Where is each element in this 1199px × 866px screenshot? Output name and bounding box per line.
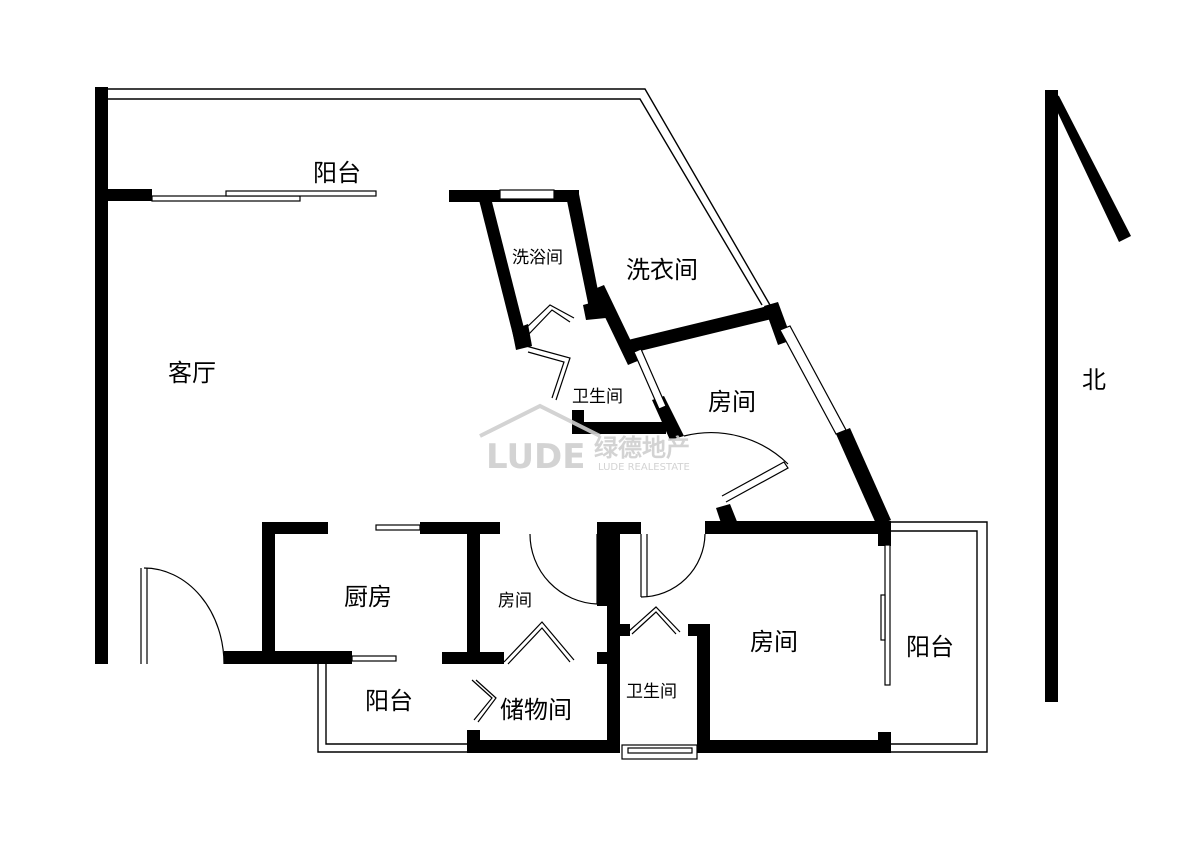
- room-label-living-room: 客厅: [168, 359, 216, 387]
- watermark-cn: 绿德地产: [594, 434, 690, 462]
- room-labels: 阳台 客厅 洗浴间 洗衣间 卫生间 房间 厨房 房间 房间 阳台 阳台 储物间 …: [168, 159, 954, 724]
- room-label-bathroom-center: 卫生间: [572, 387, 623, 407]
- compass-north-label: 北: [1082, 366, 1106, 394]
- room-label-bedroom-north: 房间: [708, 388, 756, 416]
- room-label-bath-shower: 洗浴间: [512, 248, 563, 268]
- doors: [140, 304, 789, 723]
- watermark-logo: LUDE 绿德地产 LUDE REALESTATE: [479, 403, 690, 477]
- watermark-en: LUDE REALESTATE: [598, 462, 690, 473]
- room-label-kitchen: 厨房: [344, 583, 392, 611]
- walls: [95, 87, 891, 753]
- room-label-laundry: 洗衣间: [626, 256, 698, 284]
- windows: [151, 189, 891, 760]
- room-label-storage: 储物间: [500, 696, 572, 724]
- north-arrow: 北: [1045, 90, 1131, 702]
- room-label-bedroom-south: 房间: [750, 628, 798, 656]
- watermark-brand: LUDE: [486, 437, 586, 477]
- room-label-bedroom-small: 房间: [498, 591, 532, 611]
- room-label-balcony-south: 阳台: [365, 687, 413, 715]
- room-label-bathroom-south: 卫生间: [626, 682, 677, 702]
- room-label-balcony-east: 阳台: [906, 633, 954, 661]
- room-label-balcony-north: 阳台: [313, 159, 361, 187]
- thin-outlines: [101, 88, 988, 753]
